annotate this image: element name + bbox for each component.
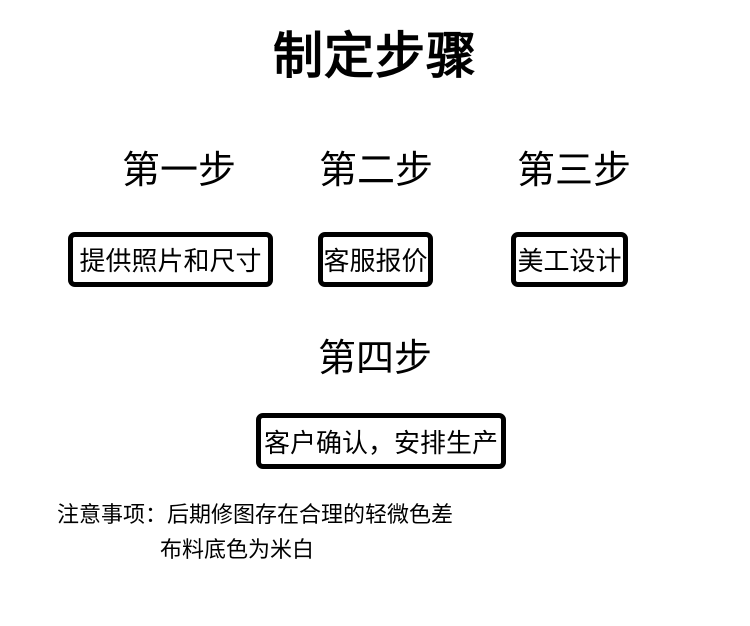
step-1-box: 提供照片和尺寸 [68, 232, 273, 287]
step-1-label: 第一步 [122, 150, 237, 192]
notes-line-1: 注意事项：后期修图存在合理的轻微色差 [57, 502, 454, 527]
step-4-box: 客户确认，安排生产 [256, 413, 506, 469]
notes-line-2: 布料底色为米白 [160, 537, 315, 562]
step-4-label: 第四步 [317, 338, 432, 380]
step-2-label: 第二步 [319, 150, 434, 192]
page-title: 制定步骤 [273, 28, 477, 84]
step-2-box: 客服报价 [318, 232, 433, 287]
step-3-box: 美工设计 [511, 232, 628, 287]
step-3-label: 第三步 [517, 150, 632, 192]
